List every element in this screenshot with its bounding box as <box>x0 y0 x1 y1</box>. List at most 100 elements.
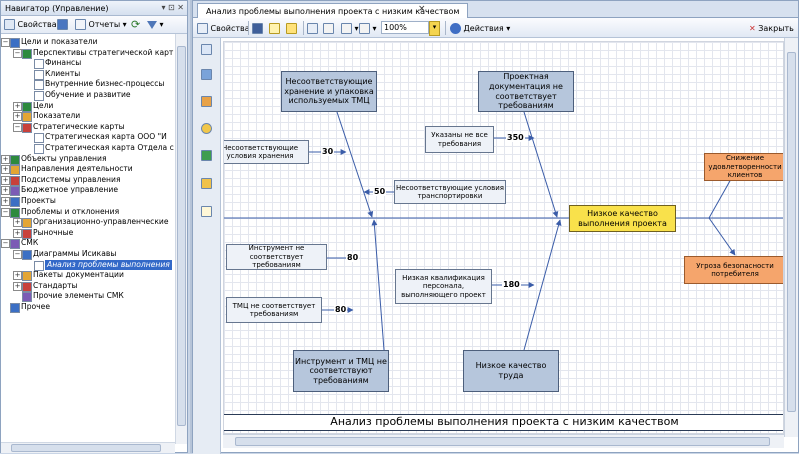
tab-close-icon[interactable]: × <box>418 4 426 14</box>
nav-properties-button[interactable]: Свойства <box>4 17 57 32</box>
sub-cause-storage-conditions[interactable]: Несоответствующие условия хранения <box>224 140 309 164</box>
palette-connector-icon[interactable] <box>201 69 212 80</box>
cause-box-project-documentation[interactable]: Проектная документация не соответствует … <box>478 71 574 112</box>
palette-book-icon[interactable] <box>201 150 212 161</box>
sub-cause-qualification[interactable]: Низкая квалификация персонала, выполняющ… <box>395 269 492 304</box>
palette-note-icon[interactable] <box>201 206 212 217</box>
save-icon[interactable] <box>252 21 263 36</box>
canvas-hscroll-thumb[interactable] <box>235 437 770 446</box>
tree-item[interactable]: +Объекты управления <box>1 154 175 165</box>
spellcheck-icon[interactable] <box>269 21 280 36</box>
palette-folder-icon[interactable] <box>201 96 212 107</box>
format-icon[interactable] <box>286 21 297 36</box>
collapse-icon[interactable]: − <box>1 38 10 47</box>
cause-box-storage-packaging[interactable]: Несоответствующие хранение и упаковка ис… <box>281 71 377 112</box>
refresh-icon[interactable]: ⟳ <box>131 18 141 31</box>
expand-icon[interactable]: + <box>1 165 10 175</box>
expand-icon[interactable]: + <box>13 281 22 291</box>
expand-icon[interactable]: + <box>13 101 22 111</box>
canvas-horizontal-scrollbar[interactable] <box>223 434 784 448</box>
tree-item[interactable]: Финансы <box>1 58 175 70</box>
navigator-vertical-scrollbar[interactable] <box>175 34 187 444</box>
collapse-icon[interactable]: − <box>13 48 22 58</box>
tree-item[interactable]: −Перспективы стратегической карт <box>1 48 175 59</box>
tree-item[interactable]: Стратегическая карта Отдела с <box>1 143 175 154</box>
consequence-box-safety[interactable]: Угроза безопасности потребителя <box>684 256 783 284</box>
canvas-vertical-scrollbar[interactable] <box>784 38 798 437</box>
expand-icon[interactable]: + <box>1 186 10 196</box>
actions-button[interactable]: Действия ▾ <box>450 21 510 36</box>
zoom-dropdown-button[interactable]: ▾ <box>429 21 440 36</box>
tree-item[interactable]: Внутренние бизнес-процессы <box>1 79 175 91</box>
consequence-box-satisfaction[interactable]: Снижение удовлетворенности клиентов <box>704 153 783 181</box>
tree-item[interactable]: +Организационно-управленческие <box>1 217 175 229</box>
tree-item[interactable]: −СМК <box>1 238 175 250</box>
expand-icon[interactable]: + <box>13 218 22 228</box>
close-document-button[interactable]: ✕ Закрыть <box>749 24 794 33</box>
tree-item[interactable]: + Проекты <box>1 196 175 207</box>
expand-icon[interactable]: + <box>13 112 22 122</box>
tree-item-label: Клиенты <box>45 68 81 78</box>
palette-coins-icon[interactable] <box>201 178 212 189</box>
tree-item[interactable]: −Стратегические карты <box>1 122 175 133</box>
tree-item[interactable]: +Цели <box>1 101 175 112</box>
nav-view-button[interactable] <box>57 17 68 32</box>
cause-box-labor-quality[interactable]: Низкое качество труда <box>463 350 559 392</box>
tree-item[interactable]: Стратегическая карта ООО "И <box>1 132 175 144</box>
panel-splitter[interactable] <box>190 0 192 453</box>
image-icon[interactable] <box>307 21 318 36</box>
filter-button[interactable]: ▾ <box>147 17 164 32</box>
palette-gear-icon[interactable] <box>201 123 212 134</box>
expand-icon[interactable]: + <box>13 228 22 238</box>
expand-icon[interactable]: + <box>1 154 10 164</box>
tree-item[interactable]: + Стандарты <box>1 280 175 292</box>
copy-icon[interactable]: ▾ <box>341 21 359 36</box>
pencil-icon[interactable] <box>323 21 334 36</box>
tree-item[interactable]: +Показатели <box>1 111 175 123</box>
expand-icon[interactable]: + <box>1 197 10 206</box>
collapse-icon[interactable]: − <box>1 239 10 249</box>
tree-item[interactable]: Прочие элементы СМК <box>1 291 175 303</box>
tree-item[interactable]: + Бюджетное управление <box>1 185 175 197</box>
tree-item-label: Стратегическая карта Отдела с <box>45 143 174 152</box>
tree-item[interactable]: +Пакеты документации <box>1 270 175 282</box>
collapse-icon[interactable]: − <box>13 250 22 259</box>
sub-cause-requirements[interactable]: Указаны не все требования <box>425 126 494 153</box>
navigator-vscroll-thumb[interactable] <box>177 46 186 426</box>
expand-icon[interactable]: + <box>1 175 10 185</box>
tree-item[interactable]: −Диаграммы Исикавы <box>1 249 175 260</box>
tree-item[interactable]: + Подсистемы управления <box>1 174 175 186</box>
cause-box-instrument-tmc[interactable]: Инструмент и ТМЦ не соответствуют требов… <box>293 350 389 392</box>
sub-cause-instrument[interactable]: Инструмент не соответствует требованиям <box>226 244 327 270</box>
align-icon[interactable]: ▾ <box>359 21 377 36</box>
tree-item[interactable]: Клиенты <box>1 68 175 80</box>
collapse-icon[interactable]: − <box>13 122 22 132</box>
expand-icon[interactable]: + <box>13 271 22 281</box>
sub-cause-transport-conditions[interactable]: Несоответствующие условия транспортировк… <box>394 180 506 204</box>
navigator-horizontal-scrollbar[interactable] <box>1 442 175 453</box>
nav-reports-button[interactable]: Отчеты ▾ <box>75 17 127 32</box>
tree-item[interactable]: Анализ проблемы выполнения <box>1 259 175 271</box>
effect-box[interactable]: Низкое качество выполнения проекта <box>569 205 676 232</box>
navigator-window-buttons[interactable]: ▾ ⊡ ✕ <box>161 3 184 12</box>
tree-item-label: Бюджетное управление <box>21 185 118 195</box>
sub-cause-tmc[interactable]: ТМЦ не соответствует требованиям <box>226 297 322 323</box>
tree-item[interactable]: Обучение и развитие <box>1 90 175 101</box>
tree-item[interactable]: +Рыночные <box>1 228 175 239</box>
tree-item-label: Анализ проблемы выполнения <box>45 259 172 270</box>
collapse-icon[interactable]: − <box>1 207 10 217</box>
document-tab[interactable]: Анализ проблемы выполнения проекта с низ… <box>197 3 469 18</box>
tree-item[interactable]: −Проблемы и отклонения <box>1 207 175 218</box>
canvas-vscroll-thumb[interactable] <box>787 52 796 412</box>
doc-properties-button[interactable]: Свойства <box>197 21 250 36</box>
palette-pointer-icon[interactable] <box>201 44 212 55</box>
navigator-hscroll-thumb[interactable] <box>11 444 161 452</box>
tree-item-label: Подсистемы управления <box>21 174 121 184</box>
zoom-combobox[interactable]: 100% <box>381 21 429 34</box>
tree-item-label: Проекты <box>21 196 56 205</box>
ishikawa-diagram-canvas[interactable]: Несоответствующие хранение и упаковка ис… <box>223 41 784 434</box>
tree-item[interactable]: Прочее <box>1 302 175 313</box>
tree-item[interactable]: −Цели и показатели <box>1 37 175 48</box>
tree-item[interactable]: +Направления деятельности <box>1 164 175 176</box>
tree-item-label: Стандарты <box>33 280 78 290</box>
